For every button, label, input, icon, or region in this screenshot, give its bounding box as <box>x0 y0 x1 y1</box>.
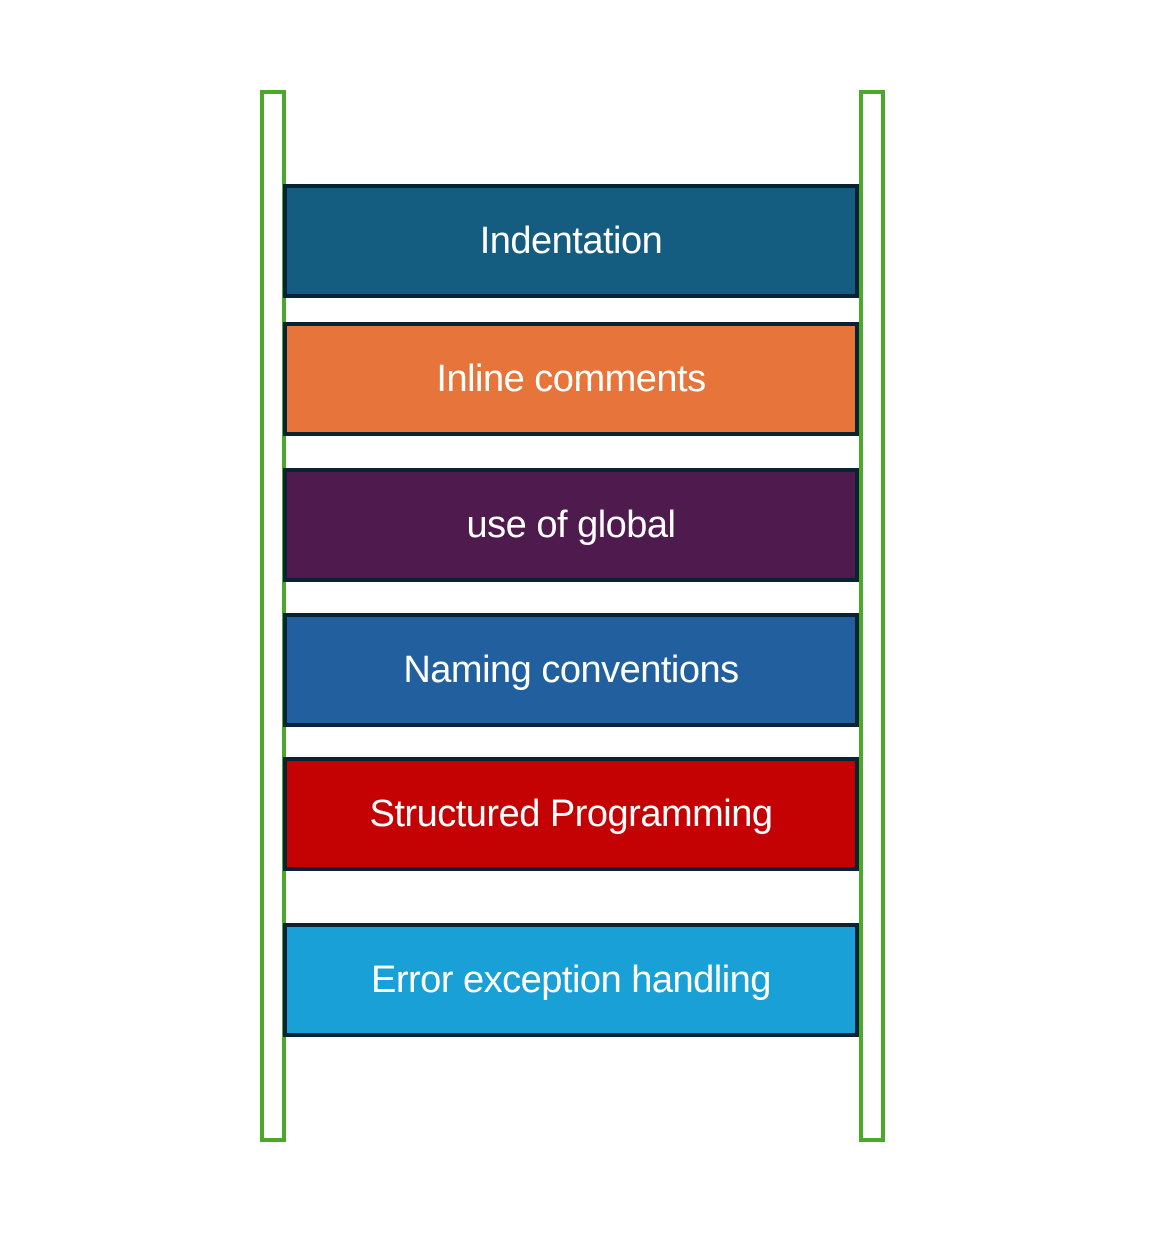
rung-indentation-label: Indentation <box>479 219 663 262</box>
rung-inline-comments: Inline comments <box>283 322 859 436</box>
rung-indentation: Indentation <box>283 184 859 298</box>
rung-error-exception-handling-label: Error exception handling <box>371 958 771 1001</box>
rung-naming-conventions-label: Naming conventions <box>403 648 739 691</box>
rung-inline-comments-label: Inline comments <box>436 357 706 400</box>
ladder-right-rail <box>859 90 885 1142</box>
rung-use-of-global-label: use of global <box>466 503 677 546</box>
rung-naming-conventions: Naming conventions <box>283 613 859 727</box>
rung-error-exception-handling: Error exception handling <box>283 923 859 1037</box>
rung-structured-programming: Structured Programming <box>283 757 859 871</box>
rung-use-of-global: use of global <box>283 468 859 582</box>
rung-structured-programming-label: Structured Programming <box>369 792 773 835</box>
